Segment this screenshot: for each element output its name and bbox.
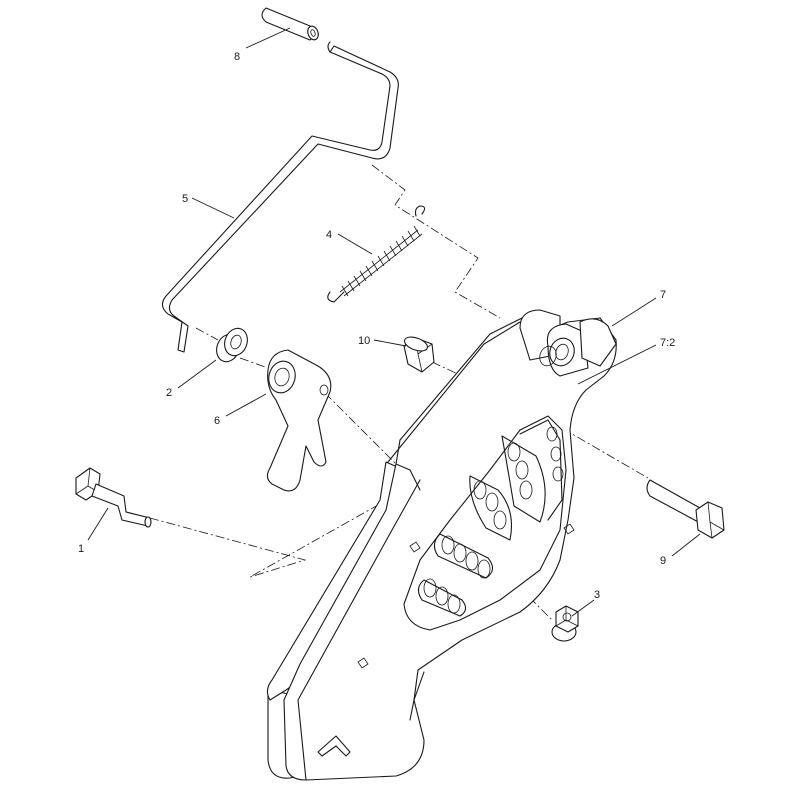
hinge-knuckles [519,309,617,377]
assembly-line-nut-10 [431,361,461,376]
callout-7: 7 [660,289,666,301]
callout-7-2: 7:2 [660,337,675,349]
grip-sleeve-part [261,7,319,41]
leader-9 [671,533,701,557]
leader-1 [87,507,109,541]
bent-rod-part [161,41,399,353]
flange-nut-10-part [403,336,435,373]
assembly-line-rod [371,164,501,319]
extension-spring-part [327,205,426,303]
hex-bolt-part [646,479,725,539]
leader-3 [571,599,595,617]
spacer-bushing-part [216,327,248,363]
callout-labels: 8 5 4 10 2 6 7 7:2 1 9 3 [78,51,675,601]
pivot-lever-part [266,349,332,492]
leader-2 [177,359,217,389]
callout-1: 1 [78,543,84,555]
shoulder-bolt-part [75,467,152,528]
leader-lines [87,27,701,617]
callout-9: 9 [660,555,666,567]
assembly-line-pin [195,327,219,341]
flange-nut-3-part [551,605,579,642]
callout-3: 3 [594,589,600,601]
leader-10 [373,339,407,347]
assembly-line-bolt-1 [149,504,379,578]
pedal-slots [417,419,564,617]
callout-10: 10 [358,335,370,347]
leader-7 [611,297,657,327]
callout-4: 4 [326,229,332,241]
leader-4 [337,233,373,255]
leader-5 [191,197,235,219]
leader-7-2 [577,344,657,385]
callout-5: 5 [182,193,188,205]
leader-8 [245,27,291,49]
assembly-line-pivot [239,357,266,368]
callout-6: 6 [214,415,220,427]
leader-6 [225,393,267,417]
callout-8: 8 [234,51,240,63]
callout-2: 2 [166,387,172,399]
